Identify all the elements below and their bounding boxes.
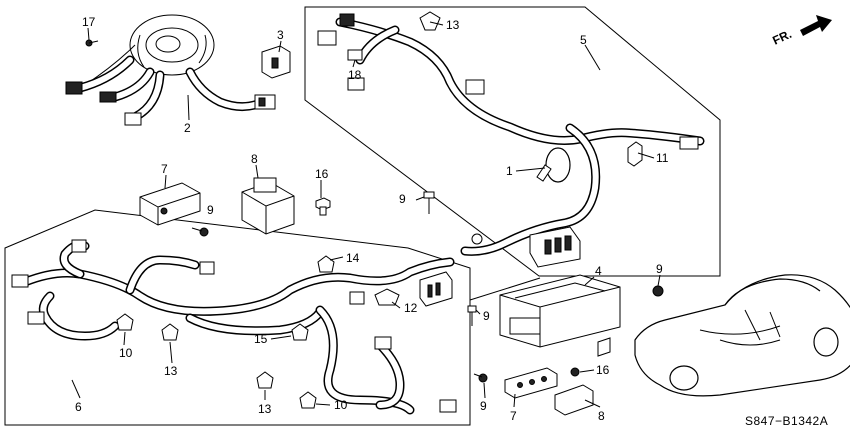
callout-15: 15 <box>254 332 268 346</box>
cable-tie-1-icon <box>536 147 571 183</box>
callout-18: 18 <box>348 68 362 82</box>
callout-7-lower: 7 <box>510 409 517 423</box>
bolt-9-unit-right-icon <box>652 285 664 297</box>
connector-18-icon <box>347 49 363 61</box>
callout-10-left: 10 <box>119 346 133 360</box>
sensor-7-lower-icon <box>504 367 558 399</box>
leader-lines <box>71 21 661 408</box>
callout-8-lower: 8 <box>598 409 605 423</box>
harness-5 <box>317 13 705 268</box>
clip-13-icon <box>419 11 441 31</box>
front-direction-indicator: FR. <box>770 15 832 48</box>
callout-4: 4 <box>595 264 602 278</box>
bracket-3-icon <box>261 45 291 79</box>
bolt-16-lower-icon <box>570 367 580 377</box>
callout-11: 11 <box>656 151 669 165</box>
callout-16-upper: 16 <box>315 167 329 181</box>
bolt-9-upper-icon <box>423 191 435 214</box>
front-label: FR. <box>770 27 793 48</box>
front-arrow-icon <box>800 15 832 36</box>
callout-9-upper: 9 <box>399 192 406 206</box>
callout-1: 1 <box>506 164 513 178</box>
callout-2: 2 <box>184 121 191 135</box>
callout-5: 5 <box>580 33 587 47</box>
callout-9-unit-left: 9 <box>483 309 490 323</box>
clip-10-left-icon <box>116 313 134 331</box>
cable-reel-assembly <box>65 14 276 126</box>
clip-10-bottom-icon <box>299 391 317 409</box>
clip-13-bottom-icon <box>256 371 274 389</box>
harness-6 <box>11 239 457 415</box>
callout-3: 3 <box>277 28 284 42</box>
callout-7-upper: 7 <box>161 162 168 176</box>
diagram-code: S847−B1342A <box>745 414 828 428</box>
callout-9-unit-right: 9 <box>656 262 663 276</box>
bolt-9-middle-icon <box>191 227 209 237</box>
floor-harness-panel-edge <box>469 277 541 301</box>
srs-unit-4-icon <box>499 274 621 357</box>
callout-13-bottom: 13 <box>258 402 272 416</box>
screw-17-icon <box>85 39 99 47</box>
clip-13-left-icon <box>161 323 179 341</box>
clip-15-icon <box>291 323 309 341</box>
callout-10-bottom: 10 <box>334 398 348 412</box>
bolt-9-unit-left-icon <box>467 305 477 326</box>
callout-12: 12 <box>404 301 418 315</box>
clip-14-icon <box>317 255 335 273</box>
bolt-9-lower-icon <box>473 373 488 383</box>
clip-11-icon <box>627 141 643 167</box>
callout-13-left: 13 <box>164 364 178 378</box>
sensor-7-upper-icon <box>139 182 201 226</box>
callout-16-lower: 16 <box>596 363 610 377</box>
bolt-16-upper-icon <box>315 197 331 216</box>
callout-13-top: 13 <box>446 18 460 32</box>
bracket-8-upper-icon <box>241 177 295 235</box>
callout-9-middle: 9 <box>207 203 214 217</box>
vehicle-location-icon <box>634 274 850 397</box>
bracket-8-lower-icon <box>554 384 594 416</box>
callout-17: 17 <box>82 15 96 29</box>
callout-14: 14 <box>346 251 360 265</box>
harness-5-panel <box>304 6 721 277</box>
callout-6: 6 <box>75 400 82 414</box>
callout-8-upper: 8 <box>251 152 258 166</box>
callout-9-lower: 9 <box>480 399 487 413</box>
